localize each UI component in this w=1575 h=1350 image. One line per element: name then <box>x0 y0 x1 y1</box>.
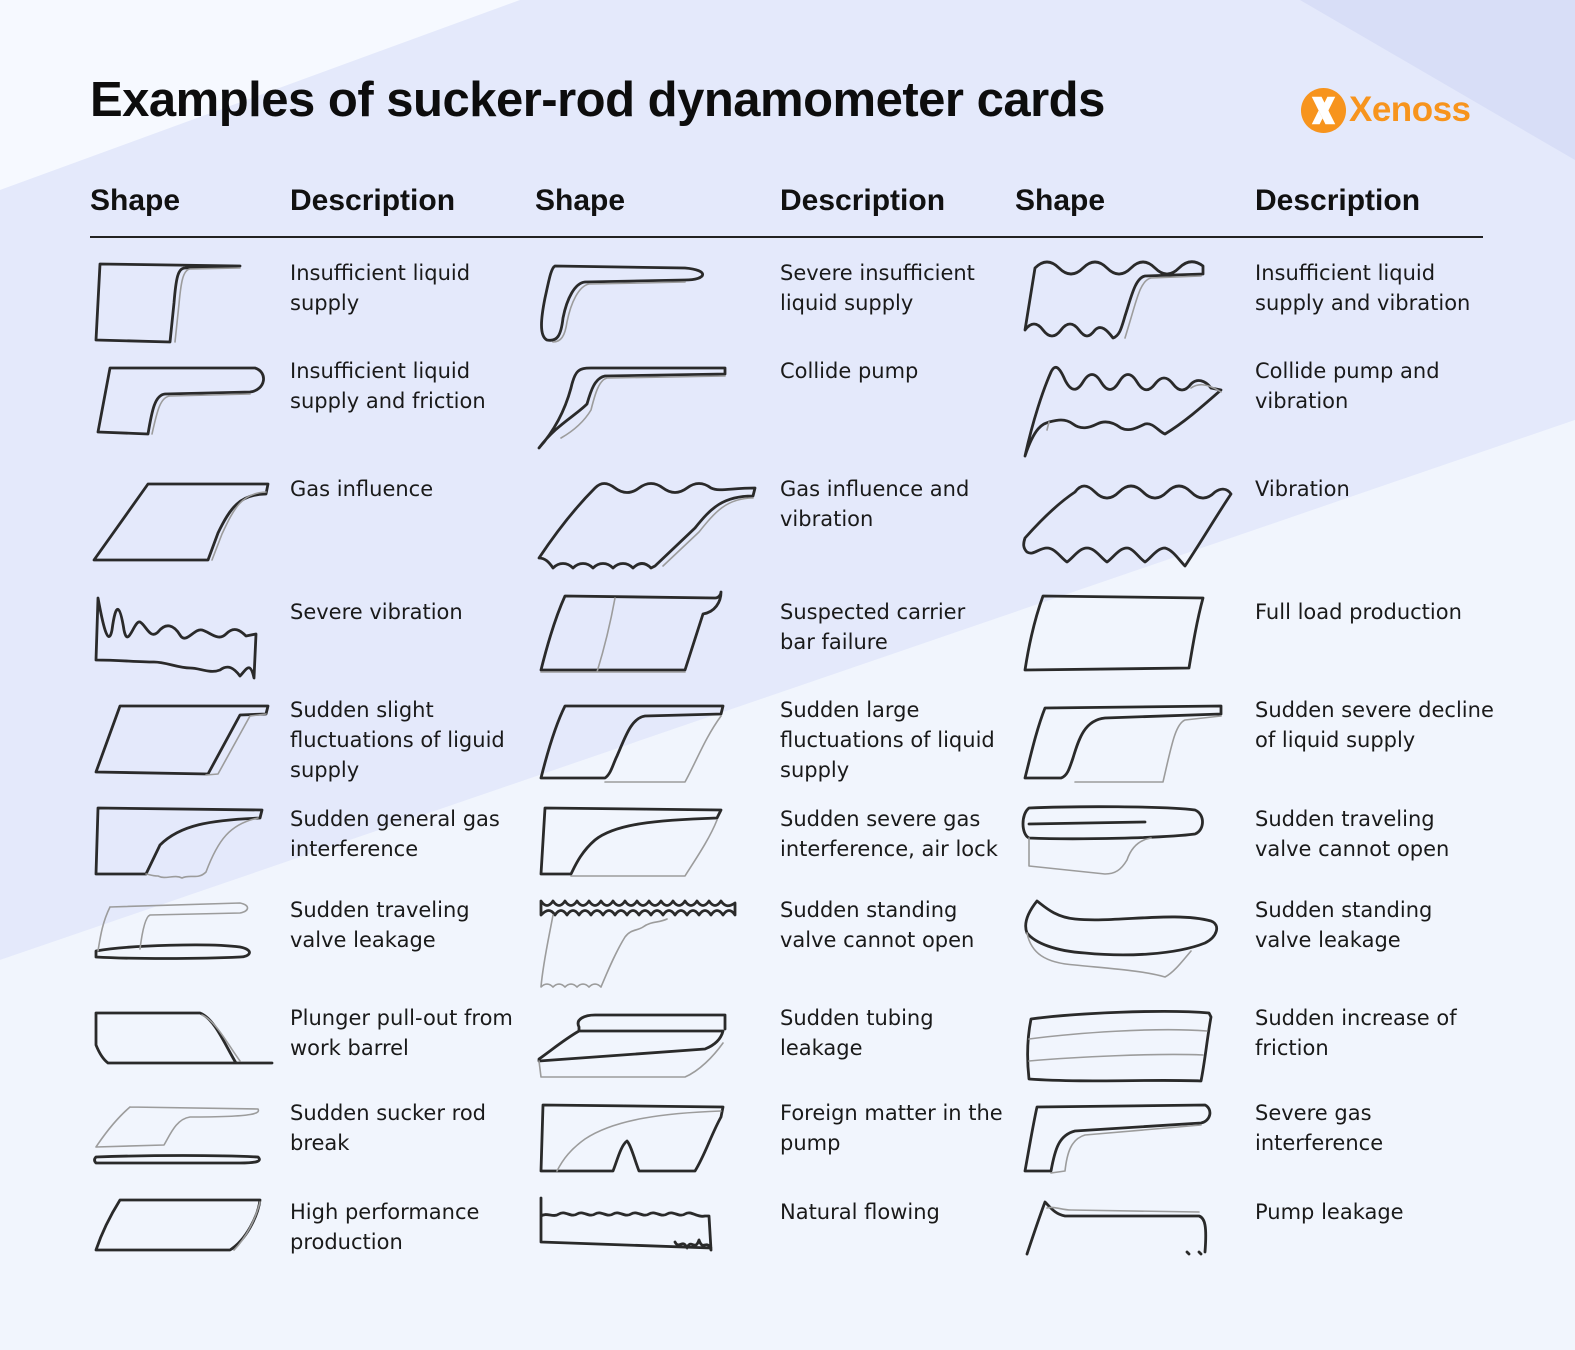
desc-severe-insufficient-supply: Severe insufficient liquid supply <box>780 261 975 315</box>
vibration-card-icon <box>1022 484 1233 568</box>
severe-vibration-card-icon <box>94 596 258 680</box>
desc-insufficient-supply-friction: Insufficient liquid supply and friction <box>290 359 486 413</box>
foreign-matter-card-icon <box>539 1103 725 1173</box>
insufficient-supply-vibration-card-icon <box>1023 260 1205 340</box>
friction-increase-card-icon <box>1026 1009 1213 1083</box>
desc-standing-valve-cannot-open: Sudden standing valve cannot open <box>780 898 975 952</box>
header-divider <box>90 236 1483 238</box>
standing-valve-leakage-card-icon <box>1024 899 1219 978</box>
severe-gas-interference-card-icon <box>1023 1103 1212 1174</box>
desc-severe-gas-interference: Severe gas interference <box>1255 1101 1384 1155</box>
header-description-2: Description <box>780 184 946 217</box>
desc-collide-pump-vibration: Collide pump and vibration <box>1255 359 1440 413</box>
slight-fluctuation-card-icon <box>94 704 270 776</box>
sucker-rod-break-card-icon <box>93 1106 261 1165</box>
page-title: Examples of sucker-rod dynamometer cards <box>90 73 1105 127</box>
carrier-bar-failure-card-icon <box>539 590 723 673</box>
traveling-valve-cannot-open-card-icon <box>1021 805 1204 875</box>
desc-pump-leakage: Pump leakage <box>1255 1200 1404 1224</box>
desc-general-gas-interference: Sudden general gas interference <box>290 807 500 861</box>
pump-leakage-card-icon <box>1025 1200 1208 1256</box>
header-description-3: Description <box>1255 184 1421 217</box>
desc-severe-vibration: Severe vibration <box>290 600 463 624</box>
high-performance-card-icon <box>94 1198 262 1252</box>
header-shape-1: Shape <box>90 184 181 217</box>
desc-air-lock: Sudden severe gas interference, air lock <box>780 807 998 861</box>
desc-foreign-matter: Foreign matter in the pump <box>780 1101 1003 1155</box>
desc-plunger-pull-out: Plunger pull-out from work barrel <box>290 1006 513 1060</box>
desc-gas-influence: Gas influence <box>290 477 434 501</box>
insufficient-liquid-supply-card-icon <box>94 262 242 344</box>
desc-friction-increase: Sudden increase of friction <box>1255 1006 1457 1060</box>
desc-vibration: Vibration <box>1255 477 1350 501</box>
desc-sucker-rod-break: Sudden sucker rod break <box>290 1101 486 1155</box>
desc-gas-influence-vibration: Gas influence and vibration <box>780 477 970 531</box>
full-load-card-icon <box>1023 594 1205 672</box>
standing-valve-cannot-open-card-icon <box>539 899 737 988</box>
desc-collide-pump: Collide pump <box>780 359 919 383</box>
desc-traveling-valve-leakage: Sudden traveling valve leakage <box>290 898 470 952</box>
desc-slight-fluctuation: Sudden slight fluctuations of liguid sup… <box>290 698 505 782</box>
desc-insufficient-liquid-supply: Insufficient liquid supply <box>290 261 471 315</box>
header-shape-3: Shape <box>1015 184 1106 217</box>
xenoss-logo: Xenoss <box>1300 86 1471 134</box>
desc-traveling-valve-cannot-open: Sudden traveling valve cannot open <box>1255 807 1450 861</box>
natural-flowing-card-icon <box>539 1196 713 1252</box>
desc-high-performance: High performance production <box>290 1200 480 1254</box>
desc-full-load: Full load production <box>1255 600 1462 624</box>
desc-severe-decline: Sudden severe decline of liquid supply <box>1255 698 1494 752</box>
gas-influence-card-icon <box>92 482 270 562</box>
collide-pump-vibration-card-icon <box>1023 365 1223 458</box>
tubing-leakage-card-icon <box>537 1013 727 1078</box>
desc-tubing-leakage: Sudden tubing leakage <box>780 1006 934 1060</box>
header-shape-2: Shape <box>535 184 626 217</box>
xenoss-logo-icon <box>1300 87 1347 133</box>
traveling-valve-leakage-card-icon <box>94 902 251 960</box>
air-lock-card-icon <box>539 806 723 877</box>
general-gas-interference-card-icon <box>94 806 264 879</box>
collide-pump-card-icon <box>537 366 727 450</box>
desc-carrier-bar-failure: Suspected carrier bar failure <box>780 600 966 654</box>
plunger-pull-out-card-icon <box>94 1011 274 1065</box>
desc-standing-valve-leakage: Sudden standing valve leakage <box>1255 898 1433 952</box>
gas-influence-vibration-card-icon <box>537 482 757 570</box>
desc-large-fluctuation: Sudden large fluctuations of liquid supp… <box>780 698 995 782</box>
desc-insufficient-supply-vibration: Insufficient liquid supply and vibration <box>1255 261 1471 315</box>
severe-insufficient-supply-card-icon <box>540 264 705 343</box>
brand-name: Xenoss <box>1349 90 1471 129</box>
insufficient-supply-friction-card-icon <box>96 366 265 436</box>
header-description-1: Description <box>290 184 456 217</box>
desc-natural-flowing: Natural flowing <box>780 1200 940 1224</box>
large-fluctuation-card-icon <box>539 704 725 783</box>
severe-decline-card-icon <box>1023 704 1223 783</box>
